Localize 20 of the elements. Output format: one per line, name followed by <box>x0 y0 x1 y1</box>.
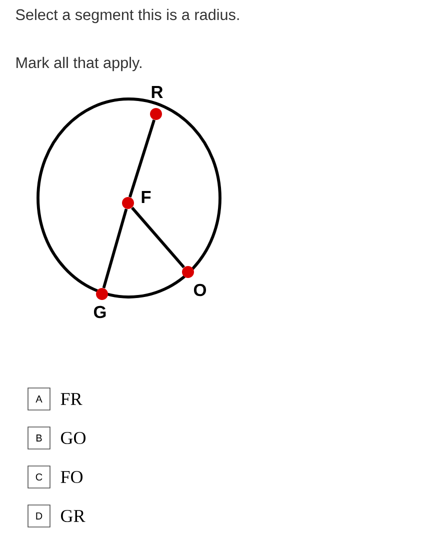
option-text: FO <box>60 470 83 484</box>
question-text: Select a segment this is a radius. <box>16 8 239 24</box>
point-label: G <box>94 306 106 318</box>
point-label: R <box>152 86 163 98</box>
option-checkbox: A <box>28 388 50 410</box>
point-dot <box>96 288 108 300</box>
point-dot <box>122 197 134 209</box>
option-text: FR <box>60 393 82 405</box>
point-dot <box>150 108 162 120</box>
option-checkbox: D <box>28 504 50 528</box>
point-label: F <box>142 191 151 203</box>
segment-line <box>102 208 128 288</box>
option-text: GO <box>61 432 86 444</box>
point-dot <box>182 266 194 278</box>
segment-line <box>131 206 185 268</box>
option-checkbox: B <box>28 426 50 450</box>
instruction-text: Mark all that apply. <box>16 56 142 72</box>
option-text: GR <box>61 510 86 522</box>
option-checkbox: C <box>28 466 50 488</box>
point-label: O <box>194 284 206 296</box>
